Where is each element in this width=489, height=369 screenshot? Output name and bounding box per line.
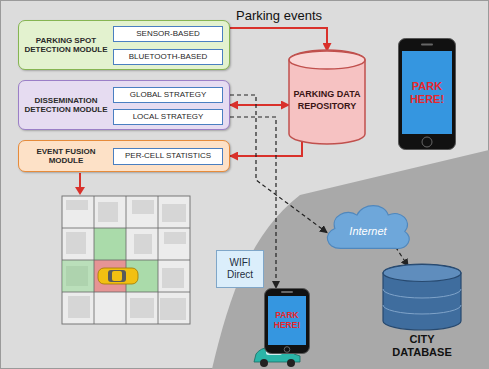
map-detail — [112, 271, 122, 281]
connector — [230, 142, 302, 156]
map-detail — [98, 268, 138, 284]
cloud-text-area: Internet — [322, 204, 414, 258]
map-detail — [66, 232, 86, 254]
method-box: SENSOR-BASED — [113, 26, 223, 42]
map-detail — [62, 196, 190, 324]
node-text: CITY DATABASE — [382, 333, 462, 358]
shape-part — [402, 51, 452, 134]
shape-part — [289, 50, 365, 144]
shape-part — [289, 51, 365, 69]
map-detail — [62, 196, 190, 324]
map-detail — [134, 234, 152, 254]
module-box: EVENT FUSION MODULE PER-CELL STATISTICS — [18, 140, 230, 172]
map-detail — [62, 260, 94, 292]
node-text: PER-CELL STATISTICS — [125, 152, 211, 161]
node-text: DISSEMINATION DETECTION MODULE — [21, 96, 111, 114]
node-text: PARK HERE! — [269, 311, 305, 331]
shape-part — [281, 291, 293, 293]
node-text: GLOBAL STRATEGY — [130, 91, 206, 100]
module-box: PARKING SPOT DETECTION MODULE SENSOR-BASE… — [18, 20, 230, 70]
strategy-box: GLOBAL STRATEGY — [113, 87, 223, 103]
node-text: PARKING DATA REPOSITORY — [288, 89, 366, 112]
shape-part — [422, 137, 432, 147]
yellow-car — [98, 268, 138, 284]
map-detail — [160, 298, 186, 320]
map-detail — [62, 260, 190, 261]
map-detail — [130, 298, 154, 318]
connector — [396, 247, 408, 266]
road-region — [212, 150, 489, 369]
shape-part — [399, 39, 456, 150]
repository-cylinder: PARKING DATA REPOSITORY — [288, 50, 366, 145]
shape-part — [383, 305, 461, 314]
strategy-box: LOCAL STRATEGY — [113, 109, 223, 125]
map-arrow — [75, 173, 85, 195]
map-detail — [108, 270, 126, 282]
node-text: EVENT FUSION MODULE — [21, 147, 111, 165]
module-box: DISSEMINATION DETECTION MODULE GLOBAL STR… — [18, 80, 230, 130]
shape-part — [268, 296, 306, 345]
map-detail — [287, 359, 295, 367]
module-title-area: DISSEMINATION DETECTION MODULE — [21, 81, 111, 129]
module-title-area: PARKING SPOT DETECTION MODULE — [21, 21, 111, 69]
map-detail — [132, 200, 154, 214]
shape-part — [327, 206, 409, 249]
smartphone: PARK HERE! — [264, 288, 310, 354]
city-map — [62, 196, 190, 324]
connector — [230, 104, 289, 106]
node-text: PARK HERE! — [403, 80, 451, 105]
shape-part — [284, 347, 290, 353]
shape-part — [265, 289, 310, 354]
node-text: WIFI Direct — [219, 257, 261, 281]
node-text: PARKING SPOT DETECTION MODULE — [21, 36, 111, 54]
map-detail — [62, 292, 190, 293]
phone-screen-area: PARK HERE! — [403, 51, 451, 134]
map-detail — [260, 359, 268, 367]
wifi-box: WIFI Direct — [216, 250, 264, 288]
phone-screen-area: PARK HERE! — [269, 296, 305, 345]
node-text: BLUETOOTH-BASED — [129, 53, 208, 62]
node-text: LOCAL STRATEGY — [133, 113, 204, 122]
shape-part — [383, 265, 461, 282]
shape-part — [383, 289, 461, 298]
map-detail — [66, 200, 88, 210]
internet-cloud: Internet — [322, 198, 414, 252]
map-detail — [79, 173, 81, 188]
edge-label: Parking events — [234, 9, 324, 23]
shape-part — [421, 44, 433, 46]
method-box: BLUETOOTH-BASED — [113, 49, 223, 65]
database-text-area: CITY DATABASE — [382, 333, 462, 358]
map-detail — [68, 296, 90, 318]
map-detail — [75, 187, 85, 195]
connector — [230, 28, 327, 51]
map-detail — [162, 268, 184, 288]
database: CITY DATABASE — [382, 264, 462, 360]
cylinder-text-area: PARKING DATA REPOSITORY — [288, 66, 366, 135]
map-detail — [162, 204, 186, 222]
node-text: SENSOR-BASED — [136, 30, 200, 39]
statistics-box: PER-CELL STATISTICS — [113, 148, 223, 165]
map-detail — [62, 228, 190, 229]
smartphone: PARK HERE! — [398, 38, 456, 150]
shape-part — [383, 264, 461, 330]
map-detail — [94, 228, 126, 260]
map-detail — [98, 202, 118, 222]
map-detail — [164, 232, 186, 244]
node-text: Internet — [349, 225, 386, 237]
database-shape — [382, 264, 462, 360]
module-title-area: EVENT FUSION MODULE — [21, 141, 111, 171]
